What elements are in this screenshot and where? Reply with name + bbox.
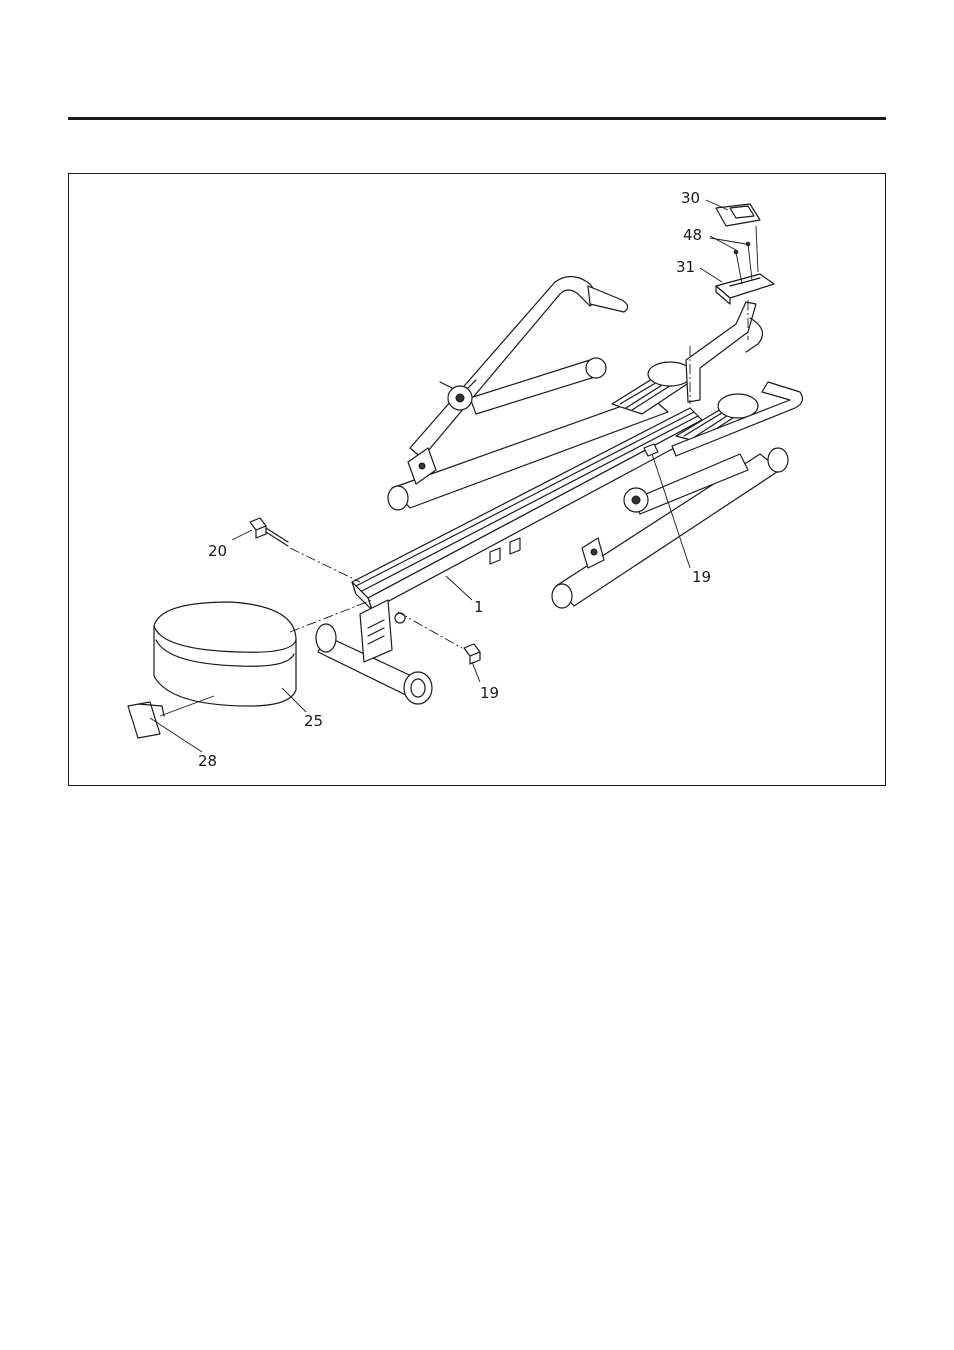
callout-20: 20	[208, 542, 227, 560]
seat-clip	[128, 702, 164, 738]
callout-1: 1	[474, 598, 484, 616]
callout-28: 28	[198, 752, 217, 770]
seat	[154, 602, 296, 706]
callout-30: 30	[681, 189, 700, 207]
callout-48: 48	[683, 226, 702, 244]
left-foot-pedal	[612, 362, 692, 414]
callout-31: 31	[676, 258, 695, 276]
console-mast	[686, 302, 763, 402]
console-bracket	[716, 274, 774, 304]
assembly-line-19	[398, 612, 462, 648]
end-cap-19-lower	[464, 644, 480, 664]
assembly-line-20	[290, 548, 360, 582]
front-foot-bracket	[360, 600, 405, 662]
callout-19-lower: 19	[480, 684, 499, 702]
end-cap-20	[250, 518, 288, 546]
callout-19-upper: 19	[692, 568, 711, 586]
callout-25: 25	[304, 712, 323, 730]
